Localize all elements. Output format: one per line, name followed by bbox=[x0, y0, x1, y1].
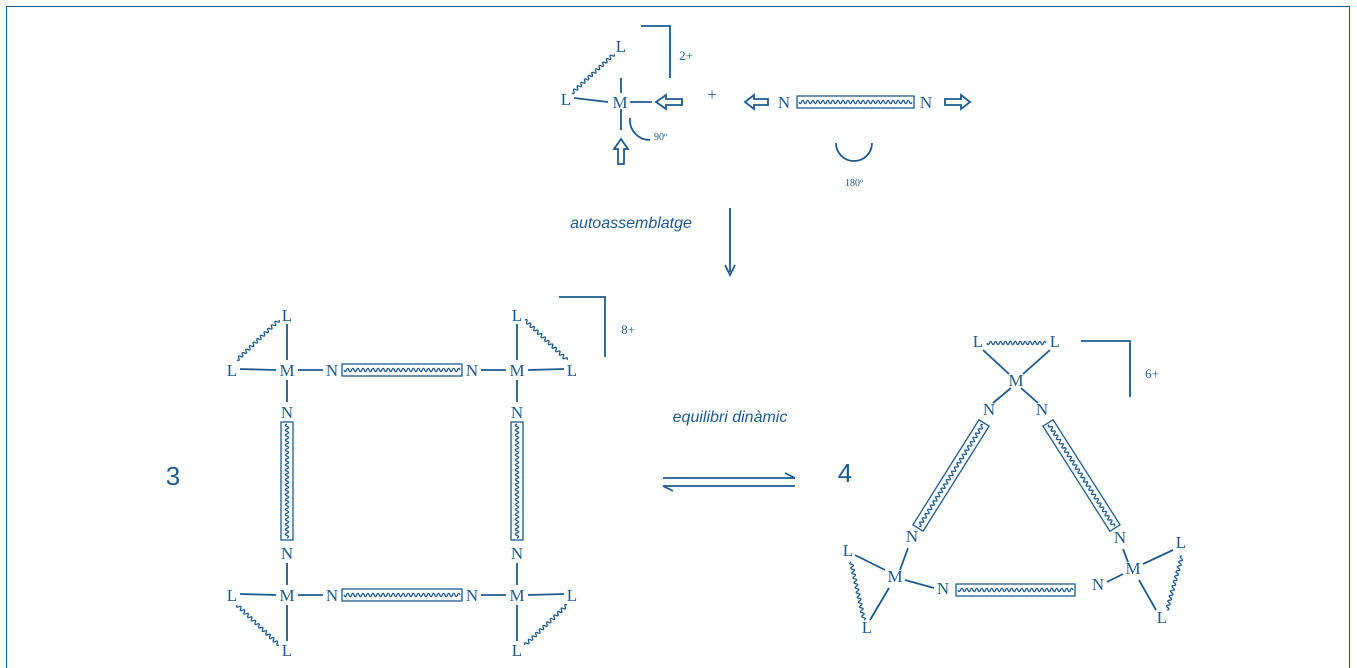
triangle-metal-center: M L L N N bbox=[973, 332, 1060, 419]
nitrogen-label: N bbox=[983, 400, 995, 419]
nitrogen-label: N bbox=[281, 403, 293, 422]
charge-label: 2+ bbox=[679, 48, 693, 63]
ligand-label: L bbox=[567, 586, 577, 605]
linker-spacer bbox=[955, 583, 1076, 597]
nitrogen-label: N bbox=[1114, 528, 1126, 547]
linker-spacer bbox=[1042, 418, 1121, 533]
square-metal-center: M L L N N bbox=[227, 306, 338, 422]
angle-label-180: 180º bbox=[845, 178, 863, 189]
metal-label: M bbox=[279, 361, 294, 380]
open-arrow-left-icon bbox=[654, 93, 683, 111]
nitrogen-label: N bbox=[466, 586, 478, 605]
open-arrow-left-icon bbox=[743, 93, 769, 111]
square-metal-center: M L L N N bbox=[466, 544, 577, 660]
ligand-label: L bbox=[282, 641, 292, 660]
linker-spacer bbox=[510, 421, 524, 541]
metal-label: M bbox=[1125, 559, 1140, 578]
linker-spacer bbox=[341, 588, 463, 602]
ligand-label: L bbox=[512, 306, 522, 325]
ligand-label: L bbox=[862, 618, 872, 637]
ligand-label: L bbox=[512, 641, 522, 660]
angle-label-90: 90º bbox=[654, 132, 667, 143]
linker-spacer bbox=[341, 363, 463, 377]
triangle-metal-center: M L L N N bbox=[1092, 528, 1186, 627]
ligand-label: L bbox=[227, 586, 237, 605]
triangle-metal-center: M L L N N bbox=[843, 527, 949, 637]
open-arrow-up-icon bbox=[612, 137, 630, 165]
compound-number-triangle: 4 bbox=[838, 458, 852, 488]
step-label: autoassemblatge bbox=[570, 215, 692, 232]
nitrogen-label: N bbox=[281, 544, 293, 563]
ligand-label: L bbox=[843, 541, 853, 560]
ligand-label: L bbox=[973, 332, 983, 351]
equilibrium-label: equilibri dinàmic bbox=[673, 409, 788, 426]
nitrogen-label: N bbox=[326, 586, 338, 605]
metal-label: M bbox=[509, 586, 524, 605]
plus-sign: + bbox=[707, 85, 717, 104]
nitrogen-label: N bbox=[1092, 575, 1104, 594]
molecular-square: M L L N N M L L N N M L L N N M L L N N bbox=[227, 306, 577, 660]
metal-corner-reactant: L L M 90º 2+ bbox=[561, 25, 693, 165]
metal-label: M bbox=[887, 567, 902, 586]
nitrogen-label: N bbox=[511, 544, 523, 563]
metal-label: M bbox=[612, 93, 627, 112]
nitrogen-label: N bbox=[937, 579, 949, 598]
ligand-label: L bbox=[616, 37, 626, 56]
square-metal-center: M L L N N bbox=[227, 544, 338, 660]
figure-frame bbox=[6, 6, 1350, 668]
metal-label: M bbox=[509, 361, 524, 380]
square-metal-center: M L L N N bbox=[466, 306, 577, 422]
nitrogen-label: N bbox=[326, 361, 338, 380]
ligand-label: L bbox=[1050, 332, 1060, 351]
ligand-label: L bbox=[227, 361, 237, 380]
linear-linker-reactant: N N 180º bbox=[743, 93, 972, 189]
nitrogen-label: N bbox=[466, 361, 478, 380]
ligand-label: L bbox=[1176, 533, 1186, 552]
linker-spacer bbox=[912, 418, 990, 533]
metal-label: M bbox=[279, 586, 294, 605]
charge-label-8plus: 8+ bbox=[621, 322, 635, 337]
linker-spacer bbox=[280, 421, 294, 541]
ligand-label: L bbox=[567, 361, 577, 380]
charge-label-6plus: 6+ bbox=[1145, 366, 1159, 381]
nitrogen-label: N bbox=[511, 403, 523, 422]
nitrogen-label: N bbox=[906, 527, 918, 546]
equilibrium-arrows-icon bbox=[662, 472, 796, 492]
linker-end-label: N bbox=[778, 93, 790, 112]
metal-label: M bbox=[1008, 371, 1023, 390]
nitrogen-label: N bbox=[1036, 400, 1048, 419]
ligand-label: L bbox=[1157, 608, 1167, 627]
open-arrow-right-icon bbox=[944, 93, 972, 111]
ligand-label: L bbox=[282, 306, 292, 325]
compound-number-square: 3 bbox=[166, 461, 180, 491]
ligand-label: L bbox=[561, 90, 571, 109]
linker-end-label: N bbox=[920, 93, 932, 112]
